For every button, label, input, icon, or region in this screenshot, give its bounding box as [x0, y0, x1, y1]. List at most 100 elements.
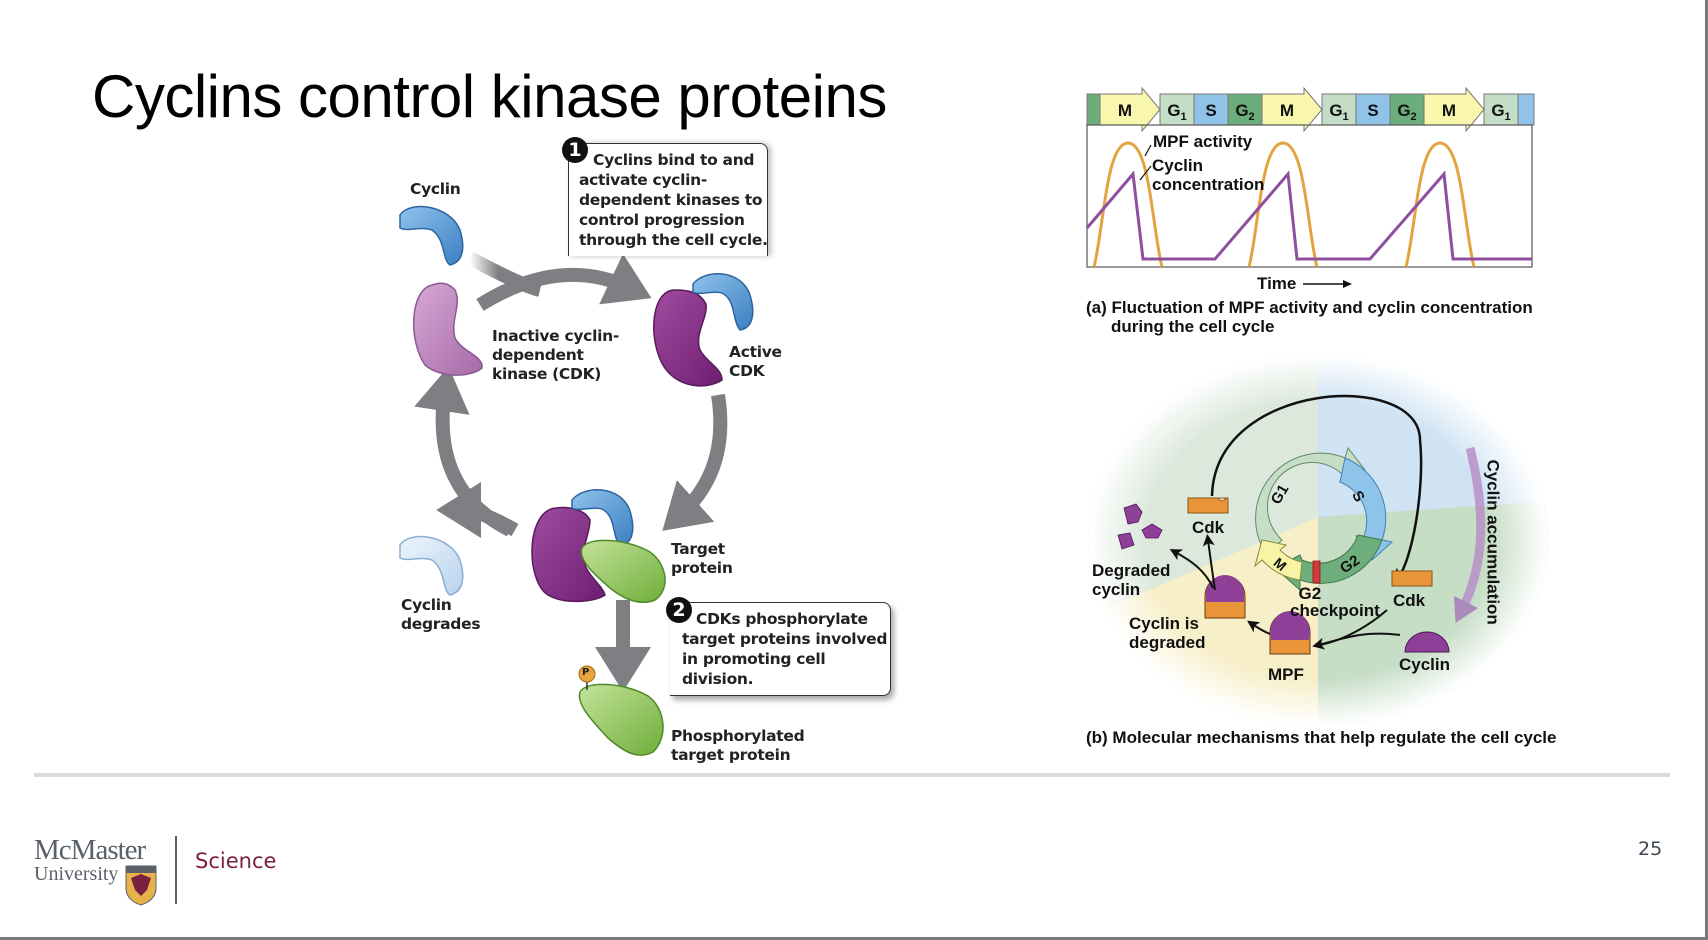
phase-band-S — [1517, 93, 1535, 126]
degraded-fragment-1 — [1123, 503, 1143, 525]
mpf-peak-1 — [1092, 141, 1164, 267]
callout-line: dependent kinases to — [579, 191, 763, 209]
phase-label-M: M — [1280, 101, 1294, 120]
label-line: Cyclin is — [1129, 614, 1199, 633]
label-active-cdk: Active CDK — [729, 343, 782, 381]
callout-1-text: Cyclins bind to and activate cyclin- dep… — [569, 144, 768, 250]
label-inactive-cdk: Inactive cyclin- dependent kinase (CDK) — [492, 327, 619, 384]
label-target-protein: Target protein — [671, 540, 733, 578]
cell-cycle-regulation-diagram — [1088, 355, 1548, 725]
arrow-active-to-target — [662, 393, 728, 531]
degraded-cyclin-shape — [399, 535, 464, 596]
label-line: G2 — [1298, 584, 1322, 603]
wheel-s — [1339, 457, 1394, 561]
cyclin-leader-line — [1139, 165, 1152, 181]
cyclin-shape — [399, 205, 464, 266]
slide-title: Cyclins control kinase proteins — [92, 63, 887, 130]
label-cdk-top: Cdk — [1192, 518, 1225, 537]
plot-frame — [1086, 124, 1533, 268]
label-g2-checkpoint: G2 checkpoint — [1290, 585, 1380, 619]
label-line: Active — [729, 343, 782, 361]
step-1-badge: 1 — [562, 137, 588, 163]
footer-divider — [34, 773, 1670, 777]
cdk-top-shape — [1187, 497, 1229, 514]
phase-band-G2 — [1086, 93, 1101, 126]
mpf-cyclin-fill — [1271, 611, 1309, 640]
label-line: checkpoint — [1290, 601, 1380, 620]
phosphate-label: P — [582, 667, 590, 678]
label-line: Inactive cyclin- — [492, 327, 619, 345]
step-2-badge: 2 — [666, 597, 692, 623]
inactive-cdk-shape — [412, 282, 483, 376]
label-line: kinase (CDK) — [492, 365, 602, 383]
legend-mpf-activity: MPF activity — [1153, 132, 1253, 151]
wheel-m — [1254, 539, 1303, 581]
mpf-peak-2 — [1247, 141, 1319, 267]
phase-label-S: S — [1367, 101, 1378, 120]
callout-line: CDKs phosphorylate — [696, 610, 868, 628]
mcmaster-logo: McMaster University — [34, 834, 146, 885]
label-cyclin-degrades: Cyclin degrades — [401, 596, 481, 634]
cyclin-halfdisk-shape — [1404, 631, 1450, 653]
label-line: dependent — [492, 346, 584, 364]
legend-cyclin-concentration: Cyclin concentration — [1152, 156, 1264, 194]
degraded-fragment-3 — [1117, 532, 1135, 550]
label-line: degraded — [1129, 633, 1206, 652]
mpf-peak-3 — [1404, 141, 1476, 267]
logo-divider — [175, 836, 177, 904]
label-cyclin-is-degraded: Cyclin is degraded — [1129, 614, 1206, 652]
label-line: Phosphorylated — [671, 727, 805, 745]
phase-label-S: S — [1205, 101, 1216, 120]
phase-band-G1 — [1321, 93, 1357, 126]
phosphorylated-protein-shape — [578, 683, 664, 756]
label-line: cyclin — [1092, 580, 1141, 599]
callout-line: through the cell cycle. — [579, 231, 768, 249]
arrow-return-to-inactive — [414, 366, 514, 537]
faculty-name: Science — [195, 849, 277, 873]
callout-line: control progression — [579, 211, 745, 229]
active-cdk-shape — [653, 289, 723, 387]
callout-line: Cyclins bind to and — [593, 151, 755, 169]
callout-line: activate cyclin- — [579, 171, 708, 189]
label-line: Cyclin — [401, 596, 452, 614]
caption-line: during the cell cycle — [1111, 317, 1275, 336]
degrading-cyclin-part — [1206, 575, 1244, 602]
g2-checkpoint-bar — [1312, 560, 1321, 584]
cyclin-concentration-line — [1085, 170, 1532, 261]
callout-step-1: Cyclins bind to and activate cyclin- dep… — [568, 143, 768, 256]
label-degraded-cyclin: Degraded cyclin — [1092, 561, 1170, 599]
label-line: CDK — [729, 362, 765, 380]
callout-line: in promoting cell — [682, 650, 826, 668]
x-axis-label-time: Time — [1257, 274, 1297, 293]
active-cdk-cyclin-shape — [692, 273, 754, 331]
phase-band-G2 — [1227, 93, 1263, 126]
time-arrowhead-icon — [1343, 280, 1352, 288]
caption-line: (a) Fluctuation of MPF activity and cycl… — [1086, 298, 1533, 317]
label-line: protein — [671, 559, 733, 577]
phase-band-G1 — [1159, 93, 1195, 126]
label-line: degrades — [401, 615, 481, 633]
label-line: target protein — [671, 746, 791, 764]
logo-line-1: McMaster — [34, 834, 146, 866]
callout-step-2: CDKs phosphorylate target proteins invol… — [670, 602, 891, 696]
label-line: Target — [671, 540, 725, 558]
complex-cdk-shape — [531, 506, 606, 603]
caption-b: (b) Molecular mechanisms that help regul… — [1086, 728, 1557, 747]
arrow-mpf-to-degraded — [1247, 620, 1271, 635]
arrow-activation — [476, 253, 652, 311]
phase-label-M: M — [1442, 101, 1456, 120]
legend-line: concentration — [1152, 175, 1265, 194]
degraded-fragment-2 — [1141, 523, 1163, 539]
arrow-to-cdk-top — [1202, 534, 1216, 591]
logo-line-2: University — [34, 863, 119, 885]
phase-label-M: M — [1118, 101, 1132, 120]
callout-line: division. — [682, 670, 754, 688]
arrow-to-degraded — [1169, 549, 1214, 589]
target-protein-shape — [580, 539, 666, 604]
cell-cycle-wheel — [1254, 446, 1394, 592]
callout-2-text: CDKs phosphorylate target proteins invol… — [670, 603, 890, 689]
arrow-cdk-to-mpf — [1319, 609, 1388, 646]
mpf-leader-line — [1144, 144, 1152, 157]
wheel-g2 — [1274, 534, 1383, 592]
